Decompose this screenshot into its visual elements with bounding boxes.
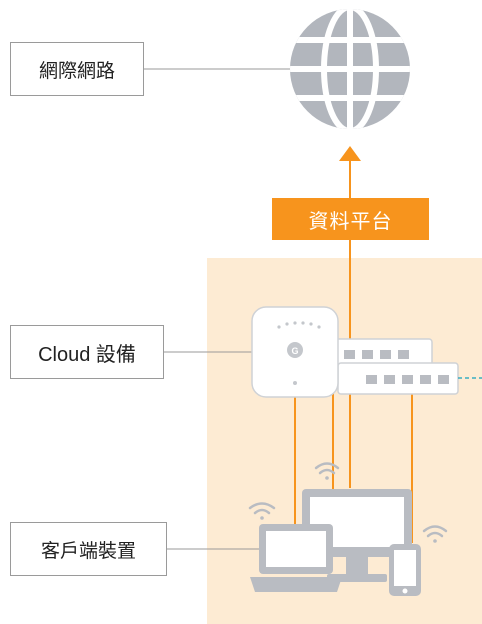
data-upload-arrow bbox=[339, 146, 361, 198]
internet-label: 網際網路 bbox=[10, 42, 144, 96]
access-point-icon: G bbox=[251, 306, 339, 398]
local-network-panel bbox=[207, 258, 482, 624]
wifi-icon bbox=[248, 462, 448, 543]
globe-icon bbox=[290, 9, 410, 129]
data-platform-banner: 資料平台 bbox=[308, 208, 393, 233]
laptop-icon bbox=[250, 524, 342, 592]
svg-text:G: G bbox=[291, 346, 298, 356]
client-device-label: 客戶端裝置 bbox=[10, 522, 167, 576]
data-platform-banner-bg bbox=[272, 198, 429, 240]
phone-icon bbox=[389, 544, 421, 596]
cloud-device-label: Cloud 設備 bbox=[10, 325, 164, 379]
